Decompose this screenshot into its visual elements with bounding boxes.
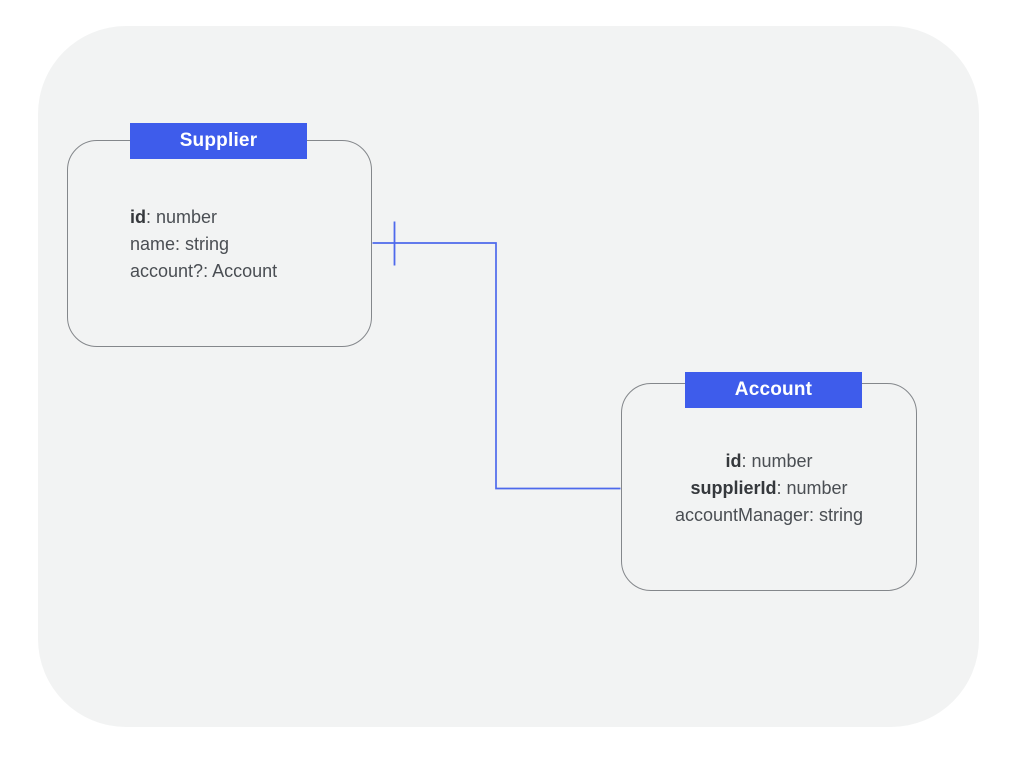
- field-name: supplierId: [690, 478, 777, 498]
- entity-account-header: Account: [685, 372, 862, 408]
- entity-account[interactable]: Account id: number supplierId: number ac…: [621, 372, 917, 591]
- field-row-account-supplierid: supplierId: number: [622, 475, 916, 502]
- entity-account-title: Account: [734, 379, 813, 400]
- field-type: : string: [809, 505, 864, 525]
- field-name: name: [130, 234, 176, 254]
- field-name: id: [130, 207, 146, 227]
- field-type: : number: [741, 451, 813, 471]
- field-type: : Account: [203, 261, 278, 281]
- field-name: id: [725, 451, 742, 471]
- entity-account-fields: id: number supplierId: number accountMan…: [622, 448, 916, 529]
- entity-supplier-title: Supplier: [179, 130, 258, 151]
- field-type: : string: [175, 234, 230, 254]
- entity-supplier-header: Supplier: [130, 123, 307, 159]
- field-row-account-id: id: number: [622, 448, 916, 475]
- field-name: accountManager: [674, 505, 810, 525]
- field-name: account?: [130, 261, 204, 281]
- entity-supplier-fields: id: number name: string account?: Accoun…: [130, 204, 277, 285]
- entity-supplier[interactable]: Supplier id: number name: string account…: [67, 123, 372, 347]
- field-row-account-manager: accountManager: string: [622, 502, 916, 529]
- field-type: : number: [146, 207, 218, 227]
- field-row-supplier-account: account?: Account: [130, 258, 277, 285]
- field-row-supplier-name: name: string: [130, 231, 277, 258]
- field-type: : number: [776, 478, 848, 498]
- field-row-supplier-id: id: number: [130, 204, 277, 231]
